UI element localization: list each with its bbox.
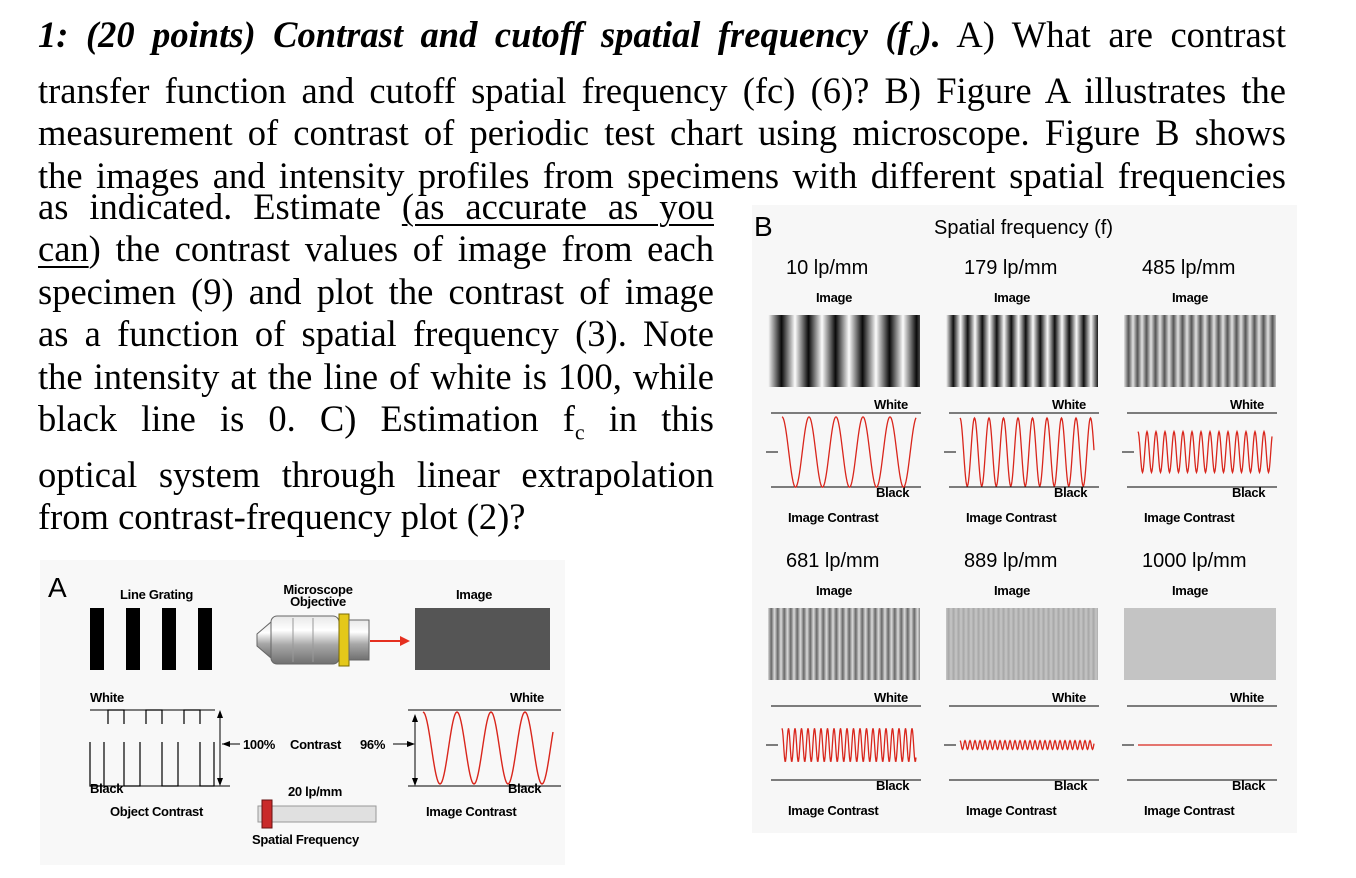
white-label: White — [1052, 690, 1086, 705]
light-arrow — [370, 636, 410, 646]
image-profile-a — [393, 709, 561, 787]
white-label: White — [1230, 397, 1264, 412]
image-contrast-label: Image Contrast — [1144, 803, 1235, 818]
image-contrast-label-a: Image Contrast — [426, 804, 517, 819]
spatial-frequency-label: Spatial Frequency — [252, 832, 359, 847]
black-label: Black — [1232, 485, 1266, 500]
frequency-label: 485 lp/mm — [1142, 257, 1236, 279]
question-line-3: measurement of contrast of periodic test… — [38, 112, 1286, 154]
black-label-object: Black — [90, 781, 124, 796]
object-contrast-label: Object Contrast — [110, 804, 204, 819]
black-label: Black — [876, 485, 910, 500]
frequency-label: 179 lp/mm — [964, 257, 1058, 279]
frequency-label: 889 lp/mm — [964, 550, 1058, 572]
question-line-7: specimen (9) and plot the contrast of im… — [38, 270, 714, 312]
figure-b-panel-label: B — [754, 211, 773, 242]
freq-value-label: 20 lp/mm — [288, 784, 342, 799]
image-contrast-label: Image Contrast — [788, 510, 879, 525]
intensity-profile — [944, 705, 1099, 781]
image-label: Image — [816, 290, 853, 305]
line-grating-label: Line Grating — [120, 587, 193, 602]
question-text-top: 1: (20 points) Contrast and cutoff spati… — [38, 14, 1286, 197]
frequency-slider-icon — [257, 799, 377, 829]
black-label: Black — [876, 778, 910, 793]
image-label: Image — [994, 583, 1031, 598]
intensity-profile — [766, 412, 921, 488]
object-profile — [89, 709, 240, 787]
question-line-9: the intensity at the line of white is 10… — [38, 355, 714, 397]
line-grating — [90, 608, 212, 670]
image-contrast-label: Image Contrast — [788, 803, 879, 818]
image-label: Image — [1172, 290, 1209, 305]
question-line-6: can) the contrast values of image from e… — [38, 228, 714, 270]
intensity-profile — [944, 412, 1099, 488]
question-line-12: from contrast-frequency plot (2)? — [38, 496, 526, 538]
black-label: Black — [1054, 778, 1088, 793]
white-label-object: White — [90, 690, 124, 705]
black-label: Black — [1232, 778, 1266, 793]
question-line-11: optical system through linear extrapolat… — [38, 453, 714, 495]
frequency-label: 681 lp/mm — [786, 550, 880, 572]
figure-a-panel-label: A — [48, 572, 67, 603]
white-label: White — [874, 690, 908, 705]
question-line-1: 1: (20 points) Contrast and cutoff spati… — [38, 14, 1287, 61]
stripe-image — [946, 608, 1098, 680]
question-line-4: the images and intensity profiles from s… — [38, 154, 1286, 196]
question-line-2: transfer function and cutoff spatial fre… — [38, 69, 1286, 111]
frequency-label: 10 lp/mm — [786, 257, 869, 279]
image-label-a: Image — [456, 587, 493, 602]
intensity-profile — [766, 705, 921, 781]
question-line-5: as indicated. Estimate (as accurate as y… — [38, 186, 714, 227]
stripe-image — [946, 315, 1098, 387]
question-text-left: as indicated. Estimate (as accurate as y… — [38, 186, 714, 539]
stripe-image — [1124, 608, 1276, 680]
question-line-8: as a function of spatial frequency (3). … — [38, 313, 714, 355]
image-grating-a — [415, 608, 550, 670]
stripe-image — [768, 608, 920, 680]
image-contrast-label: Image Contrast — [966, 803, 1057, 818]
question-heading: 1: (20 points) Contrast and cutoff spati… — [38, 14, 941, 61]
frequency-label: 1000 lp/mm — [1142, 550, 1247, 572]
image-contrast-label: Image Contrast — [966, 510, 1057, 525]
image-label: Image — [816, 583, 853, 598]
white-label: White — [874, 397, 908, 412]
white-label: White — [1052, 397, 1086, 412]
intensity-profile — [1122, 412, 1277, 488]
intensity-profile — [1122, 705, 1277, 781]
contrast-100-label: 100% — [243, 737, 276, 752]
question-line-10: black line is 0. C) Estimation fc in thi… — [38, 398, 714, 445]
stripe-image — [1124, 315, 1276, 387]
image-label: Image — [1172, 583, 1209, 598]
contrast-96-label: 96% — [360, 737, 386, 752]
white-label: White — [1230, 690, 1264, 705]
black-label-image: Black — [508, 781, 542, 796]
image-contrast-label: Image Contrast — [1144, 510, 1235, 525]
microscope-objective-icon — [256, 613, 370, 667]
white-label-image: White — [510, 690, 544, 705]
stripe-image — [768, 315, 920, 387]
black-label: Black — [1054, 485, 1088, 500]
figure-b-title: Spatial frequency (f) — [934, 217, 1113, 239]
contrast-word: Contrast — [290, 737, 342, 752]
image-label: Image — [994, 290, 1031, 305]
